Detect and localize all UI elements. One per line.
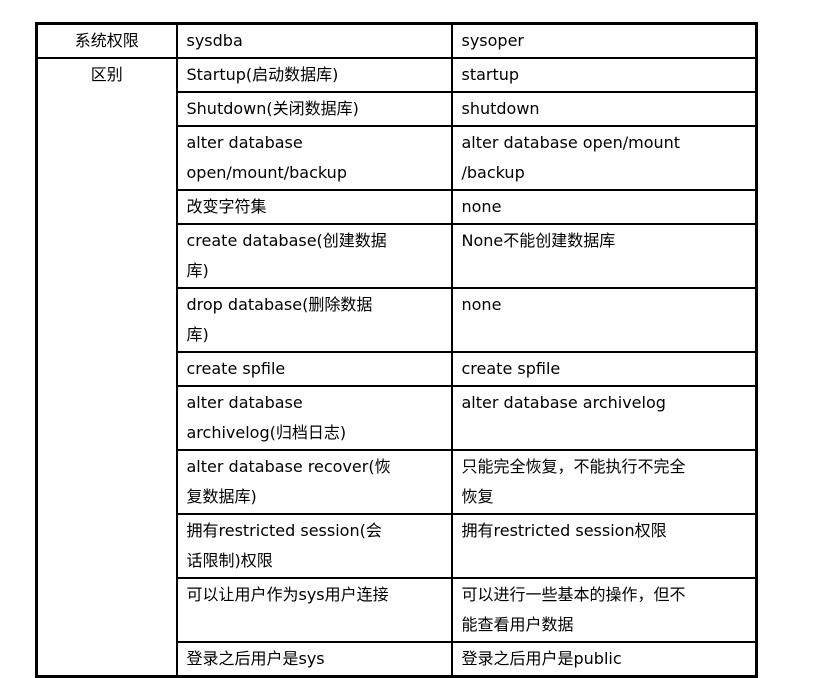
sysdba-cell: 可以让用户作为sys用户连接 xyxy=(175,577,453,643)
sysdba-cell: alter database recover(恢 复数据库) xyxy=(175,449,453,515)
sysdba-header-cell: sysdba xyxy=(175,22,453,59)
sysoper-cell: 登录之后用户是public xyxy=(450,641,758,678)
sysdba-cell: 改变字符集 xyxy=(175,189,453,225)
comparison-row: 可以让用户作为sys用户连接可以进行一些基本的操作，但不 能查看用户数据 xyxy=(37,577,758,643)
sysdba-cell: 拥有restricted session(会 话限制)权限 xyxy=(175,513,453,579)
sysoper-cell: create spfile xyxy=(450,351,758,387)
sysdba-cell: drop database(删除数据 库) xyxy=(175,287,453,353)
sysdba-cell: create spfile xyxy=(175,351,453,387)
comparison-row: create database(创建数据 库)None不能创建数据库 xyxy=(37,223,758,289)
sysoper-cell: startup xyxy=(450,57,758,93)
comparison-row: alter database recover(恢 复数据库)只能完全恢复，不能执… xyxy=(37,449,758,515)
sysoper-cell: shutdown xyxy=(450,91,758,127)
difference-group-label-cell: 区别 xyxy=(35,57,178,678)
sysoper-cell: alter database archivelog xyxy=(450,385,758,451)
sysoper-cell: 可以进行一些基本的操作，但不 能查看用户数据 xyxy=(450,577,758,643)
sysdba-cell: Startup(启动数据库) xyxy=(175,57,453,93)
sysdba-cell: alter database open/mount/backup xyxy=(175,125,453,191)
sysoper-cell: 拥有restricted session权限 xyxy=(450,513,758,579)
sysoper-cell: None不能创建数据库 xyxy=(450,223,758,289)
header-row: 系统权限 sysdba sysoper xyxy=(35,22,758,59)
comparison-row: alter database archivelog(归档日志)alter dat… xyxy=(37,385,758,451)
sysoper-header-cell: sysoper xyxy=(450,22,758,59)
sysoper-cell: none xyxy=(450,287,758,353)
sysdba-cell: 登录之后用户是sys xyxy=(175,641,453,678)
system-privilege-label-cell: 系统权限 xyxy=(35,22,178,59)
comparison-row: 拥有restricted session(会 话限制)权限拥有restricte… xyxy=(37,513,758,579)
sysdba-cell: Shutdown(关闭数据库) xyxy=(175,91,453,127)
sysoper-cell: alter database open/mount /backup xyxy=(450,125,758,191)
sysoper-cell: none xyxy=(450,189,758,225)
comparison-row: Shutdown(关闭数据库)shutdown xyxy=(37,91,758,127)
comparison-row: drop database(删除数据 库)none xyxy=(37,287,758,353)
sysoper-cell: 只能完全恢复，不能执行不完全 恢复 xyxy=(450,449,758,515)
sysdba-cell: create database(创建数据 库) xyxy=(175,223,453,289)
sysdba-cell: alter database archivelog(归档日志) xyxy=(175,385,453,451)
